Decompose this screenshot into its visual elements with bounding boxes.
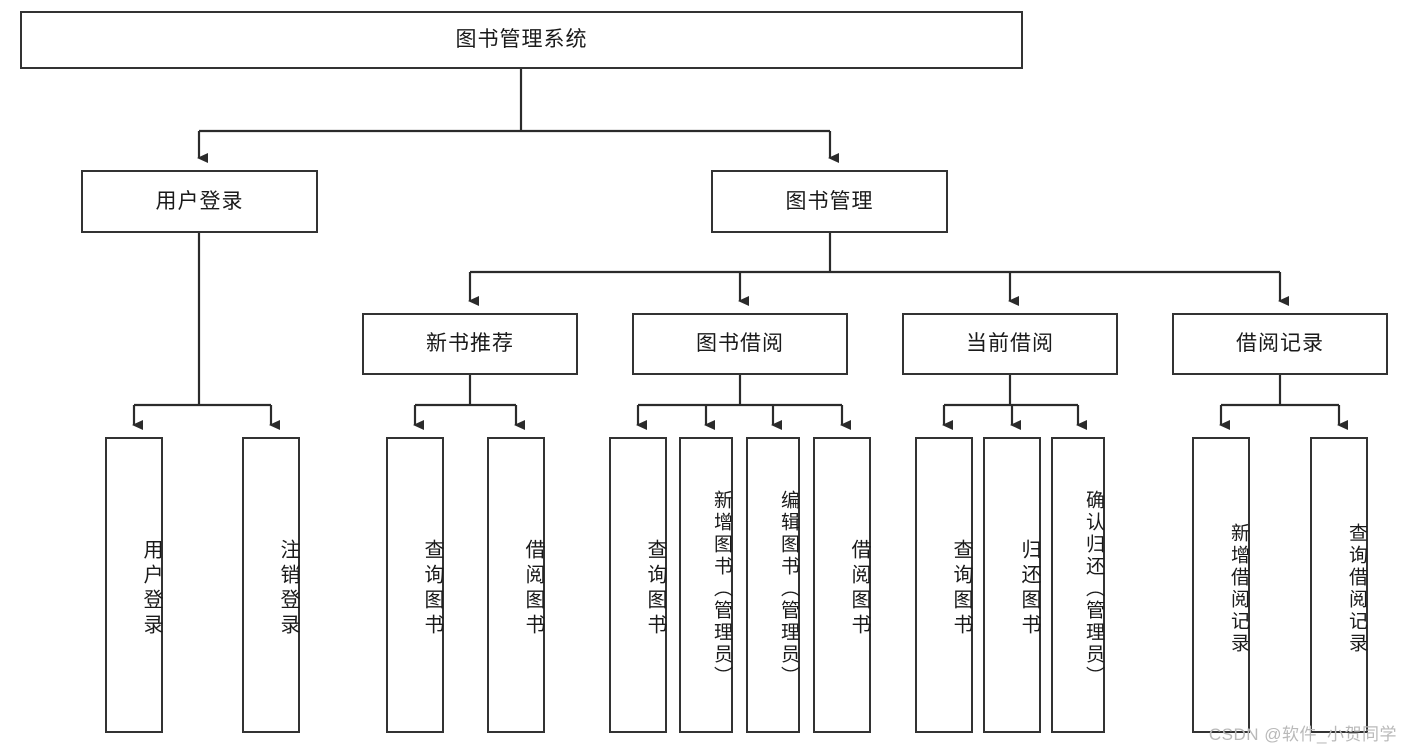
node-leaf-query-book-current[interactable]: 查询图书 (915, 437, 973, 733)
node-leaf-add-book-admin[interactable]: 新增图书（管理员） (679, 437, 733, 733)
node-leaf-add-book-admin-label: 新增图书（管理员） (711, 490, 732, 688)
node-leaf-borrow-book-rec[interactable]: 借阅图书 (487, 437, 545, 733)
node-leaf-query-borrow-record[interactable]: 查询借阅记录 (1310, 437, 1368, 733)
node-new-book-rec[interactable]: 新书推荐 (362, 313, 578, 375)
node-book-borrow-label: 图书借阅 (696, 332, 784, 356)
node-book-borrow[interactable]: 图书借阅 (632, 313, 848, 375)
node-leaf-borrow-book[interactable]: 借阅图书 (813, 437, 871, 733)
node-current-borrow[interactable]: 当前借阅 (902, 313, 1118, 375)
node-borrow-record-label: 借阅记录 (1236, 332, 1324, 356)
node-leaf-user-login-label: 用户登录 (140, 539, 162, 639)
node-current-borrow-label: 当前借阅 (966, 332, 1054, 356)
csdn-watermark: CSDN @软件_小贺同学 (1208, 725, 1397, 744)
node-leaf-confirm-return-admin-label: 确认归还（管理员） (1083, 490, 1104, 688)
node-leaf-query-book-current-label: 查询图书 (950, 539, 972, 639)
node-user-login[interactable]: 用户登录 (81, 170, 318, 233)
node-leaf-logout-label: 注销登录 (277, 539, 299, 639)
node-leaf-query-book-rec-label: 查询图书 (421, 539, 443, 639)
node-leaf-query-borrow-record-label: 查询借阅记录 (1346, 523, 1367, 655)
node-leaf-query-book-borrow[interactable]: 查询图书 (609, 437, 667, 733)
node-root-label: 图书管理系统 (455, 28, 588, 52)
node-borrow-record[interactable]: 借阅记录 (1172, 313, 1388, 375)
node-leaf-add-borrow-record[interactable]: 新增借阅记录 (1192, 437, 1250, 733)
node-leaf-logout[interactable]: 注销登录 (242, 437, 300, 733)
node-book-manage[interactable]: 图书管理 (711, 170, 948, 233)
node-leaf-borrow-book-label: 借阅图书 (848, 539, 870, 639)
node-user-login-label: 用户登录 (155, 189, 244, 213)
node-leaf-edit-book-admin[interactable]: 编辑图书（管理员） (746, 437, 800, 733)
node-leaf-query-book-borrow-label: 查询图书 (644, 539, 666, 639)
node-leaf-return-book-label: 归还图书 (1018, 539, 1040, 639)
node-leaf-confirm-return-admin[interactable]: 确认归还（管理员） (1051, 437, 1105, 733)
node-new-book-rec-label: 新书推荐 (426, 332, 514, 356)
node-leaf-user-login[interactable]: 用户登录 (105, 437, 163, 733)
node-leaf-add-borrow-record-label: 新增借阅记录 (1228, 523, 1249, 655)
node-leaf-return-book[interactable]: 归还图书 (983, 437, 1041, 733)
node-leaf-query-book-rec[interactable]: 查询图书 (386, 437, 444, 733)
node-book-manage-label: 图书管理 (785, 189, 874, 213)
node-root[interactable]: 图书管理系统 (20, 11, 1023, 69)
node-leaf-borrow-book-rec-label: 借阅图书 (522, 539, 544, 639)
node-leaf-edit-book-admin-label: 编辑图书（管理员） (778, 490, 799, 688)
